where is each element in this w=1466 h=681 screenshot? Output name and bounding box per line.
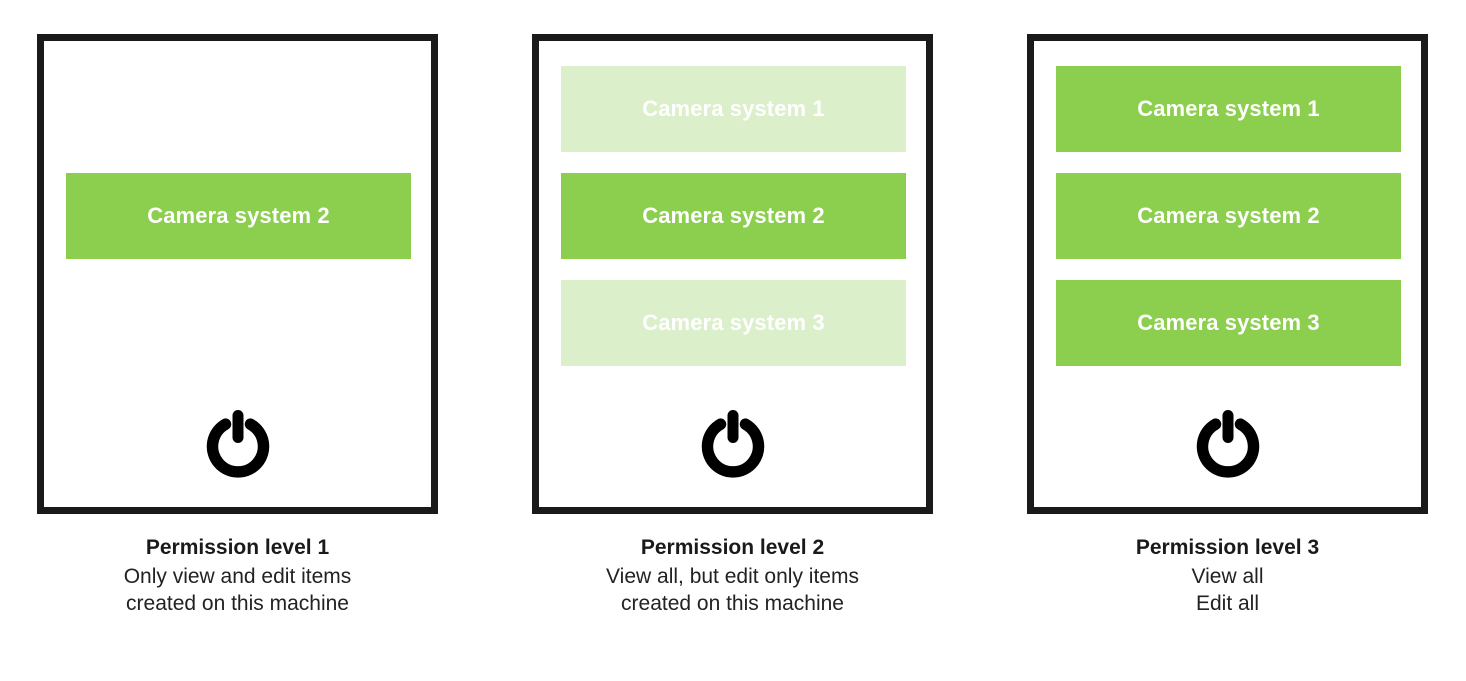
caption-line-2-2: created on this machine	[621, 591, 844, 615]
system-bar-1-2[interactable]: Camera system 2	[66, 173, 411, 259]
system-bar-3-2[interactable]: Camera system 2	[1056, 173, 1401, 259]
caption-line-3-1: View all	[1191, 564, 1264, 588]
power-icon	[701, 410, 764, 478]
caption-title-2: Permission level 2	[640, 536, 825, 559]
caption-line-3-2: Edit all	[1195, 591, 1260, 615]
system-bar-1-3: Camera system 3	[66, 280, 411, 366]
caption-3: Permission level 3 View all Edit all	[1027, 535, 1428, 618]
system-list-2: Camera system 1 Camera system 2 Camera s…	[561, 66, 906, 366]
machine-panel-2: Camera system 1 Camera system 2 Camera s…	[532, 34, 933, 514]
power-icon	[1196, 410, 1259, 478]
system-bar-3-3[interactable]: Camera system 3	[1056, 280, 1401, 366]
power-icon	[206, 410, 269, 478]
caption-line-1-2: created on this machine	[126, 591, 349, 615]
caption-2: Permission level 2 View all, but edit on…	[532, 535, 933, 618]
machine-panel-3: Camera system 1 Camera system 2 Camera s…	[1027, 34, 1428, 514]
system-bar-2-1[interactable]: Camera system 1	[561, 66, 906, 152]
system-bar-3-1[interactable]: Camera system 1	[1056, 66, 1401, 152]
system-list-1: Camera system 1 Camera system 2 Camera s…	[66, 66, 411, 366]
caption-line-2-1: View all, but edit only items	[606, 564, 859, 588]
caption-1: Permission level 1 Only view and edit it…	[37, 535, 438, 618]
machine-panel-1: Camera system 1 Camera system 2 Camera s…	[37, 34, 438, 514]
power-icon-wrap-1	[44, 409, 431, 481]
permission-level-3-column: Camera system 1 Camera system 2 Camera s…	[1027, 0, 1428, 618]
system-list-3: Camera system 1 Camera system 2 Camera s…	[1056, 66, 1401, 366]
power-icon-wrap-3	[1034, 409, 1421, 481]
permission-level-1-column: Camera system 1 Camera system 2 Camera s…	[37, 0, 438, 618]
permission-level-2-column: Camera system 1 Camera system 2 Camera s…	[532, 0, 933, 618]
system-bar-2-3[interactable]: Camera system 3	[561, 280, 906, 366]
system-bar-1-1: Camera system 1	[66, 66, 411, 152]
caption-title-1: Permission level 1	[145, 536, 330, 559]
system-bar-2-2[interactable]: Camera system 2	[561, 173, 906, 259]
caption-line-1-1: Only view and edit items	[123, 564, 352, 588]
power-icon-wrap-2	[539, 409, 926, 481]
caption-title-3: Permission level 3	[1135, 536, 1320, 559]
